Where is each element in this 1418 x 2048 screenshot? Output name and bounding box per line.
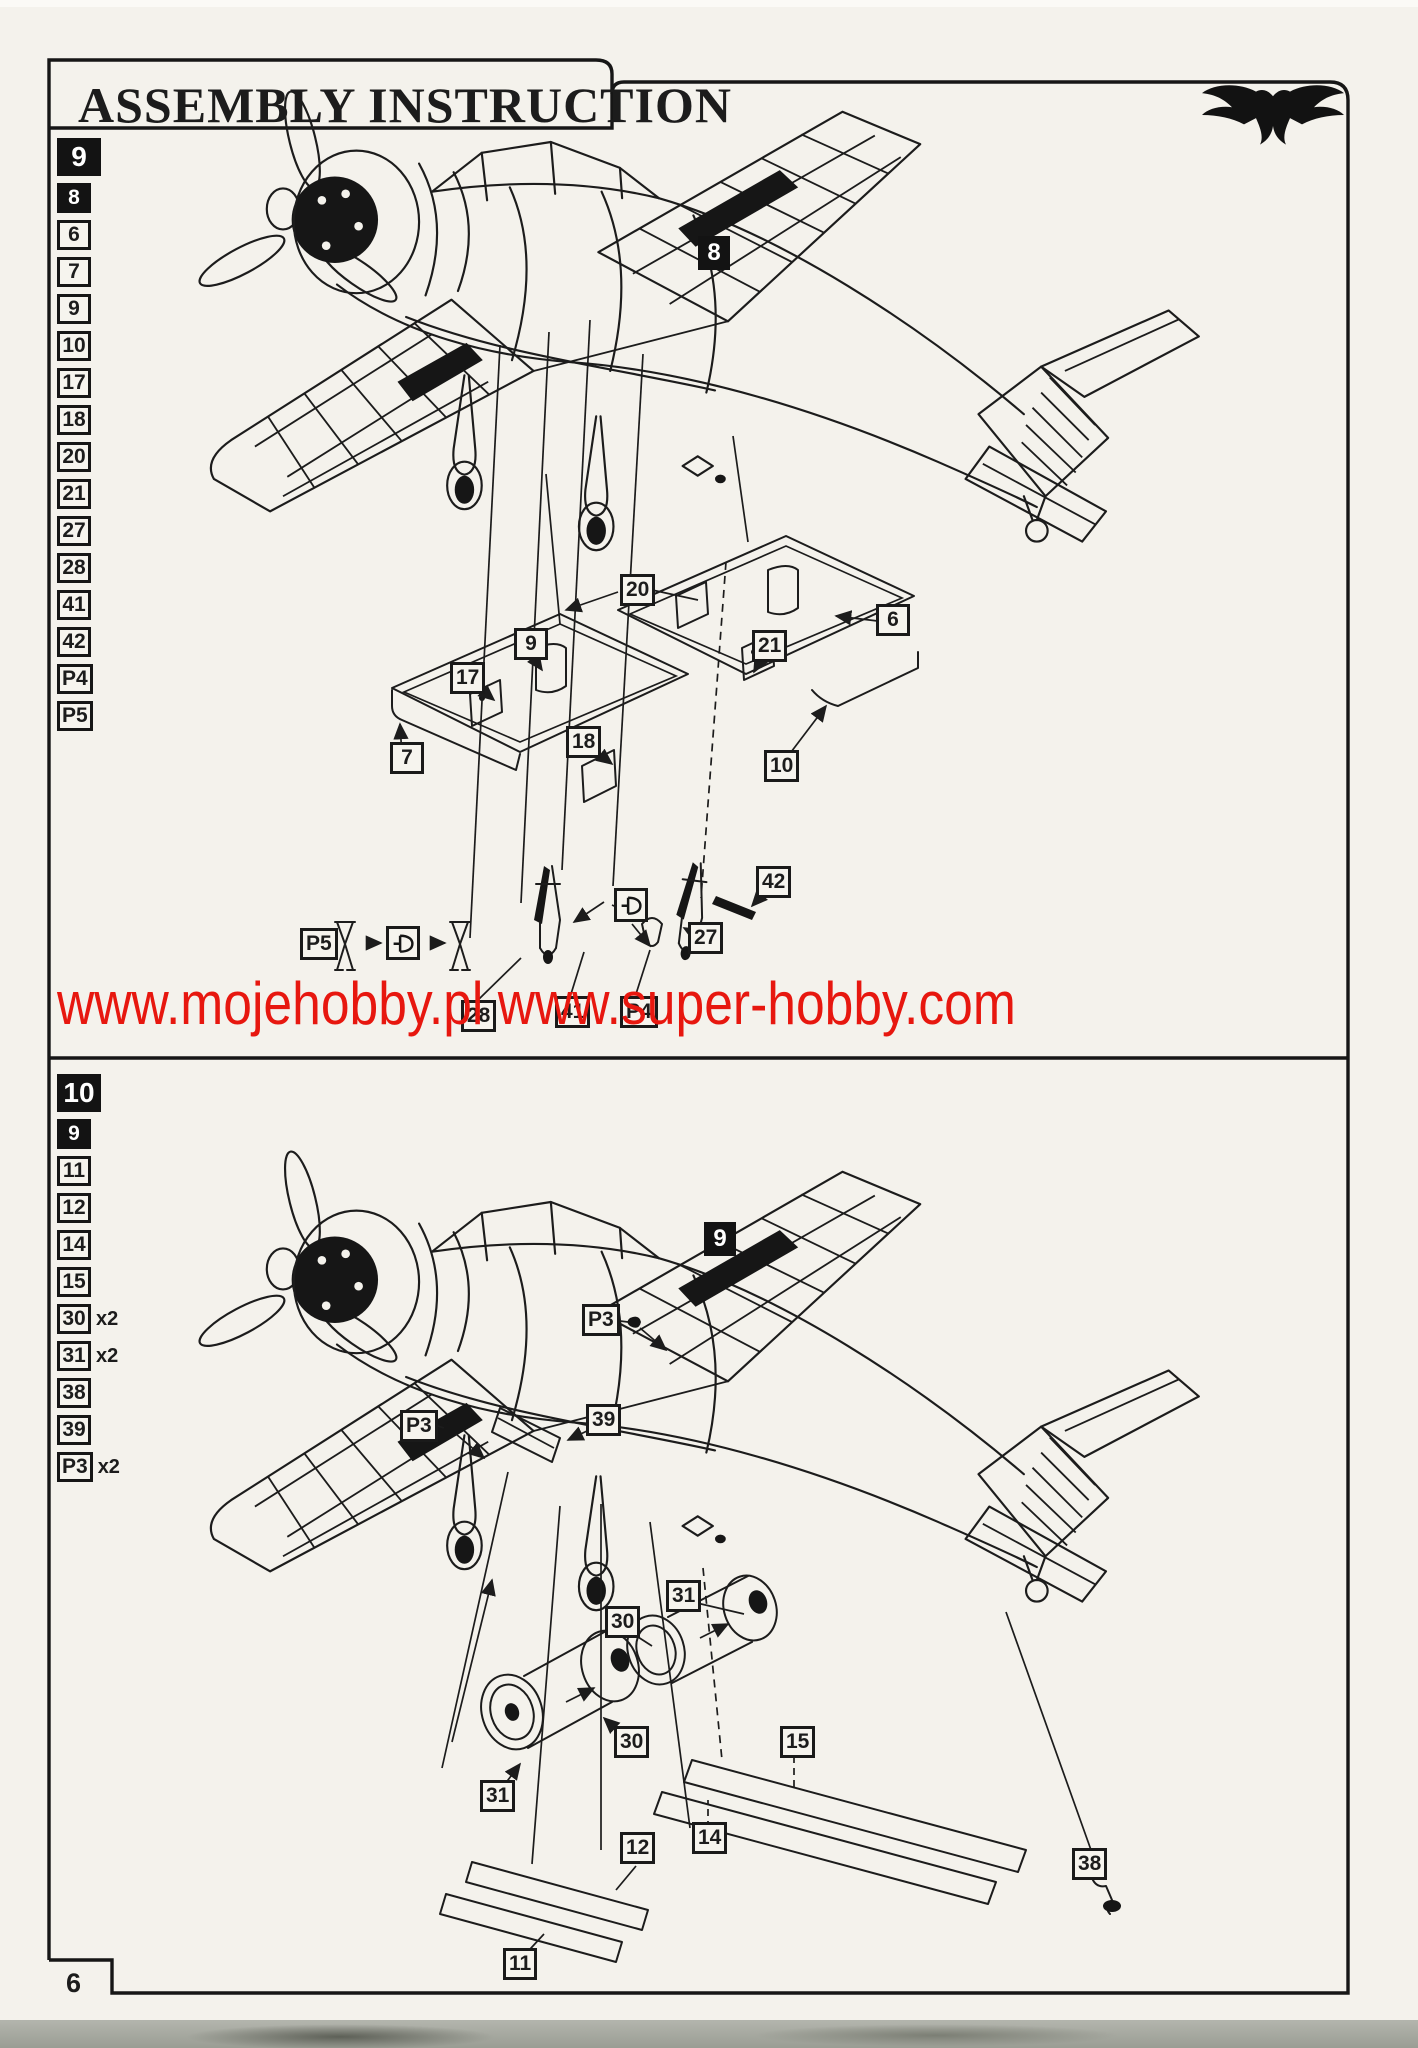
part-callout: 15 — [780, 1726, 816, 1758]
part-list-item: 41 — [57, 590, 91, 620]
part-list-item: 21 — [57, 479, 91, 509]
part-list-item: 6 — [57, 220, 91, 250]
part-callout: 31 — [480, 1780, 516, 1812]
part-callout: 21 — [752, 630, 788, 662]
part-list-item: 12 — [57, 1193, 96, 1223]
part-number-box: 27 — [57, 516, 91, 546]
part-number-box: 17 — [57, 368, 91, 398]
part-list-item: 28 — [57, 553, 91, 583]
part-callout: 42 — [756, 866, 792, 898]
part-number-box: 39 — [57, 1415, 91, 1445]
part-callout: 20 — [620, 574, 656, 606]
part-number-box: P4 — [57, 664, 93, 694]
part-callout: 10 — [764, 750, 800, 782]
part-list-item: 20 — [57, 442, 91, 472]
part-number-box: 15 — [57, 1267, 91, 1297]
step-number-badge: 10 — [57, 1074, 101, 1112]
part-callout: 7 — [390, 742, 424, 774]
part-number-box: P3 — [57, 1452, 93, 1482]
watermark: www.mojehobby.pl www.super-hobby.com — [57, 970, 1016, 1037]
glue-symbol-icon — [386, 926, 420, 960]
part-list-item: 18 — [57, 405, 91, 435]
part-list-item: 39 — [57, 1415, 96, 1445]
part-quantity: x2 — [96, 1307, 119, 1330]
part-callout: 18 — [566, 726, 602, 758]
part-callout: P3 — [582, 1304, 620, 1336]
scan-edge-top — [0, 0, 1418, 7]
page-title: ASSEMBLY INSTRUCTION — [78, 77, 732, 133]
part-number-box: 41 — [57, 590, 91, 620]
part-callout: 38 — [1072, 1848, 1108, 1880]
part-quantity: x2 — [96, 1344, 119, 1367]
part-list-item: 17 — [57, 368, 91, 398]
part-number-box: 38 — [57, 1378, 91, 1408]
glue-symbol-icon — [614, 888, 648, 922]
part-number-box: 14 — [57, 1230, 91, 1260]
part-callout: 30 — [605, 1606, 641, 1638]
part-callout: 17 — [450, 662, 486, 694]
page-number: 6 — [66, 1968, 82, 1998]
part-callout: 12 — [620, 1832, 656, 1864]
carryover-badge: 9 — [57, 1119, 91, 1149]
frame-border — [47, 80, 1350, 1995]
part-list-item: 9 — [57, 294, 91, 324]
carryover-badge: 8 — [57, 183, 91, 213]
step9-diagram — [194, 89, 1199, 1001]
part-list-item: 38 — [57, 1378, 96, 1408]
assembly-badge: 8 — [698, 236, 730, 270]
part-list-item: 15 — [57, 1267, 96, 1297]
part-list-item: P5 — [57, 701, 93, 731]
part-callout: 27 — [688, 922, 724, 954]
part-callout: 11 — [503, 1948, 538, 1980]
part-number-box: P5 — [57, 701, 93, 731]
part-number-box: 10 — [57, 331, 91, 361]
part-number-box: 6 — [57, 220, 91, 250]
part-number-box: 30 — [57, 1304, 91, 1334]
part-callout: 6 — [876, 604, 910, 636]
part-list-item: 10 — [57, 331, 91, 361]
part-number-box: 11 — [57, 1156, 91, 1186]
part-number-box: 21 — [57, 479, 91, 509]
eagle-icon — [1202, 85, 1344, 145]
part-callout: 9 — [514, 628, 548, 660]
part-list-item: 42 — [57, 627, 91, 657]
part-list-item: 14 — [57, 1230, 96, 1260]
part-number-box: 7 — [57, 257, 91, 287]
part-number-box: 18 — [57, 405, 91, 435]
aircraft-drawing — [194, 1149, 1199, 1611]
part-callout: 30 — [614, 1726, 650, 1758]
part-number-box: 28 — [57, 553, 91, 583]
aircraft-drawing — [194, 89, 1199, 551]
leader-lines — [431, 1319, 1097, 1961]
part-list-item: 7 — [57, 257, 91, 287]
part-list-item: P4 — [57, 664, 93, 694]
part-callout: P5 — [300, 928, 338, 960]
part-callout: P3 — [400, 1410, 438, 1442]
part-number-box: 9 — [57, 294, 91, 324]
part-quantity: x2 — [97, 1455, 120, 1478]
parts-list-step9: 9 8 6 7 9 10 17 18 20 21 27 28 41 42 P4 … — [57, 138, 101, 731]
scan-edge-bottom — [0, 2020, 1418, 2048]
part-callout: 31 — [666, 1580, 702, 1612]
part-callout: 39 — [586, 1404, 622, 1436]
part-list-item: 27 — [57, 516, 91, 546]
part-number-box: 20 — [57, 442, 91, 472]
exploded-parts — [439, 1316, 1121, 1963]
step-number-badge: 9 — [57, 138, 101, 176]
part-list-item: 11 — [57, 1156, 96, 1186]
part-number-box: 12 — [57, 1193, 91, 1223]
assembly-badge: 9 — [704, 1222, 736, 1256]
part-number-box: 31 — [57, 1341, 91, 1371]
part-number-box: 42 — [57, 627, 91, 657]
part-callout: 14 — [692, 1822, 728, 1854]
